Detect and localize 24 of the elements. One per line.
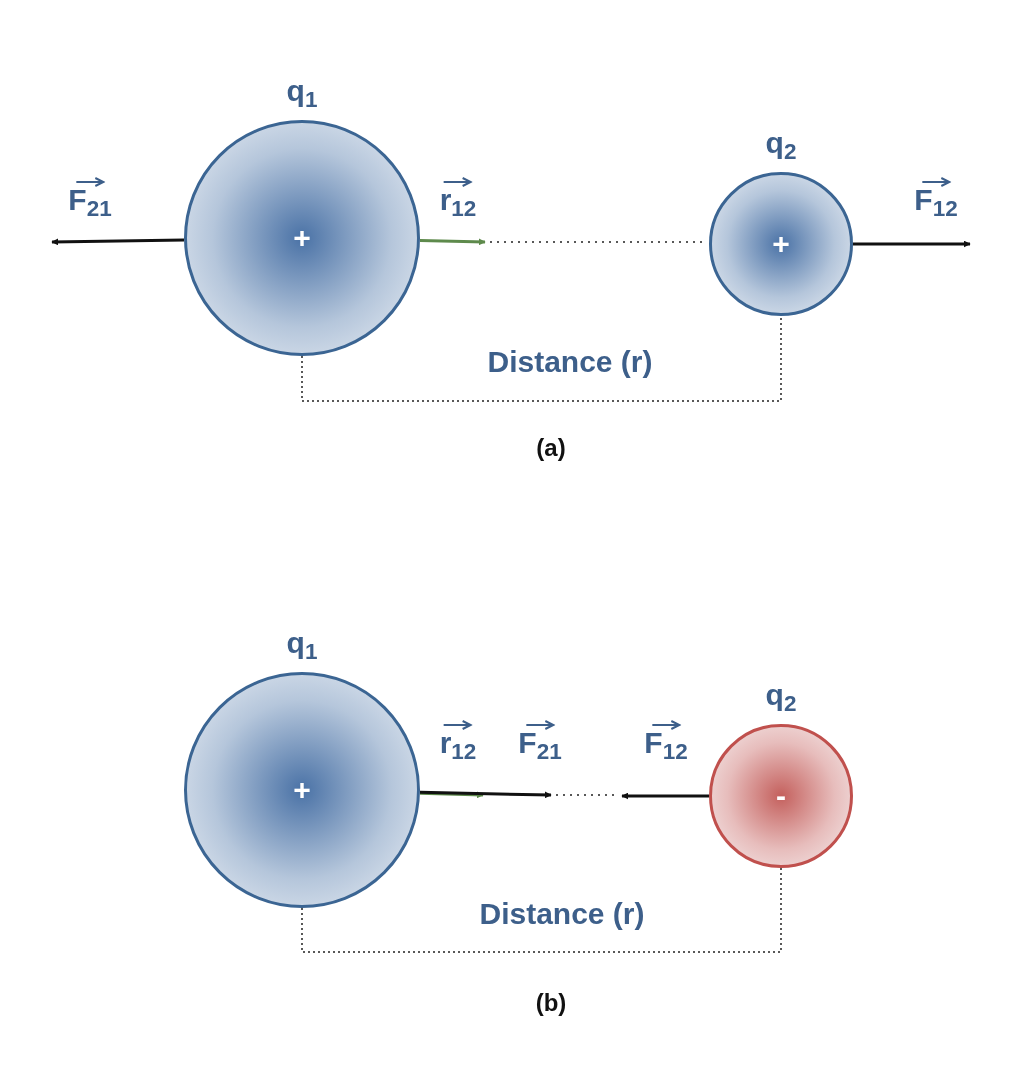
vector-label: F$_{21}$ [68,185,112,215]
charge-label: q$_{1}$ [286,628,318,658]
vector-label: F$_{12}$ [914,185,958,215]
charge-sign: + [293,223,311,253]
charge-sign: + [293,775,311,805]
charge-label: q$_{2}$ [765,680,797,710]
charge-sign: + [772,229,790,259]
vector-label: F$_{12}$ [644,728,688,758]
arrow [51,238,185,246]
charge-sign: - [776,781,786,811]
panel-label: (b) [535,991,567,1015]
arrow [419,791,484,799]
vector-label: F$_{21}$ [518,728,562,758]
vector-label: r$_{12}$ [439,185,477,215]
arrow [853,240,971,248]
vector-label: r$_{12}$ [439,728,477,758]
arrow [621,792,709,800]
arrow [419,790,552,799]
charge-label: q$_{2}$ [765,128,797,158]
panel-label: (a) [536,436,566,460]
distance-label: Distance (r) [479,899,645,929]
arrow [419,238,486,246]
charge-label: q$_{1}$ [286,76,318,106]
distance-label: Distance (r) [487,347,653,377]
